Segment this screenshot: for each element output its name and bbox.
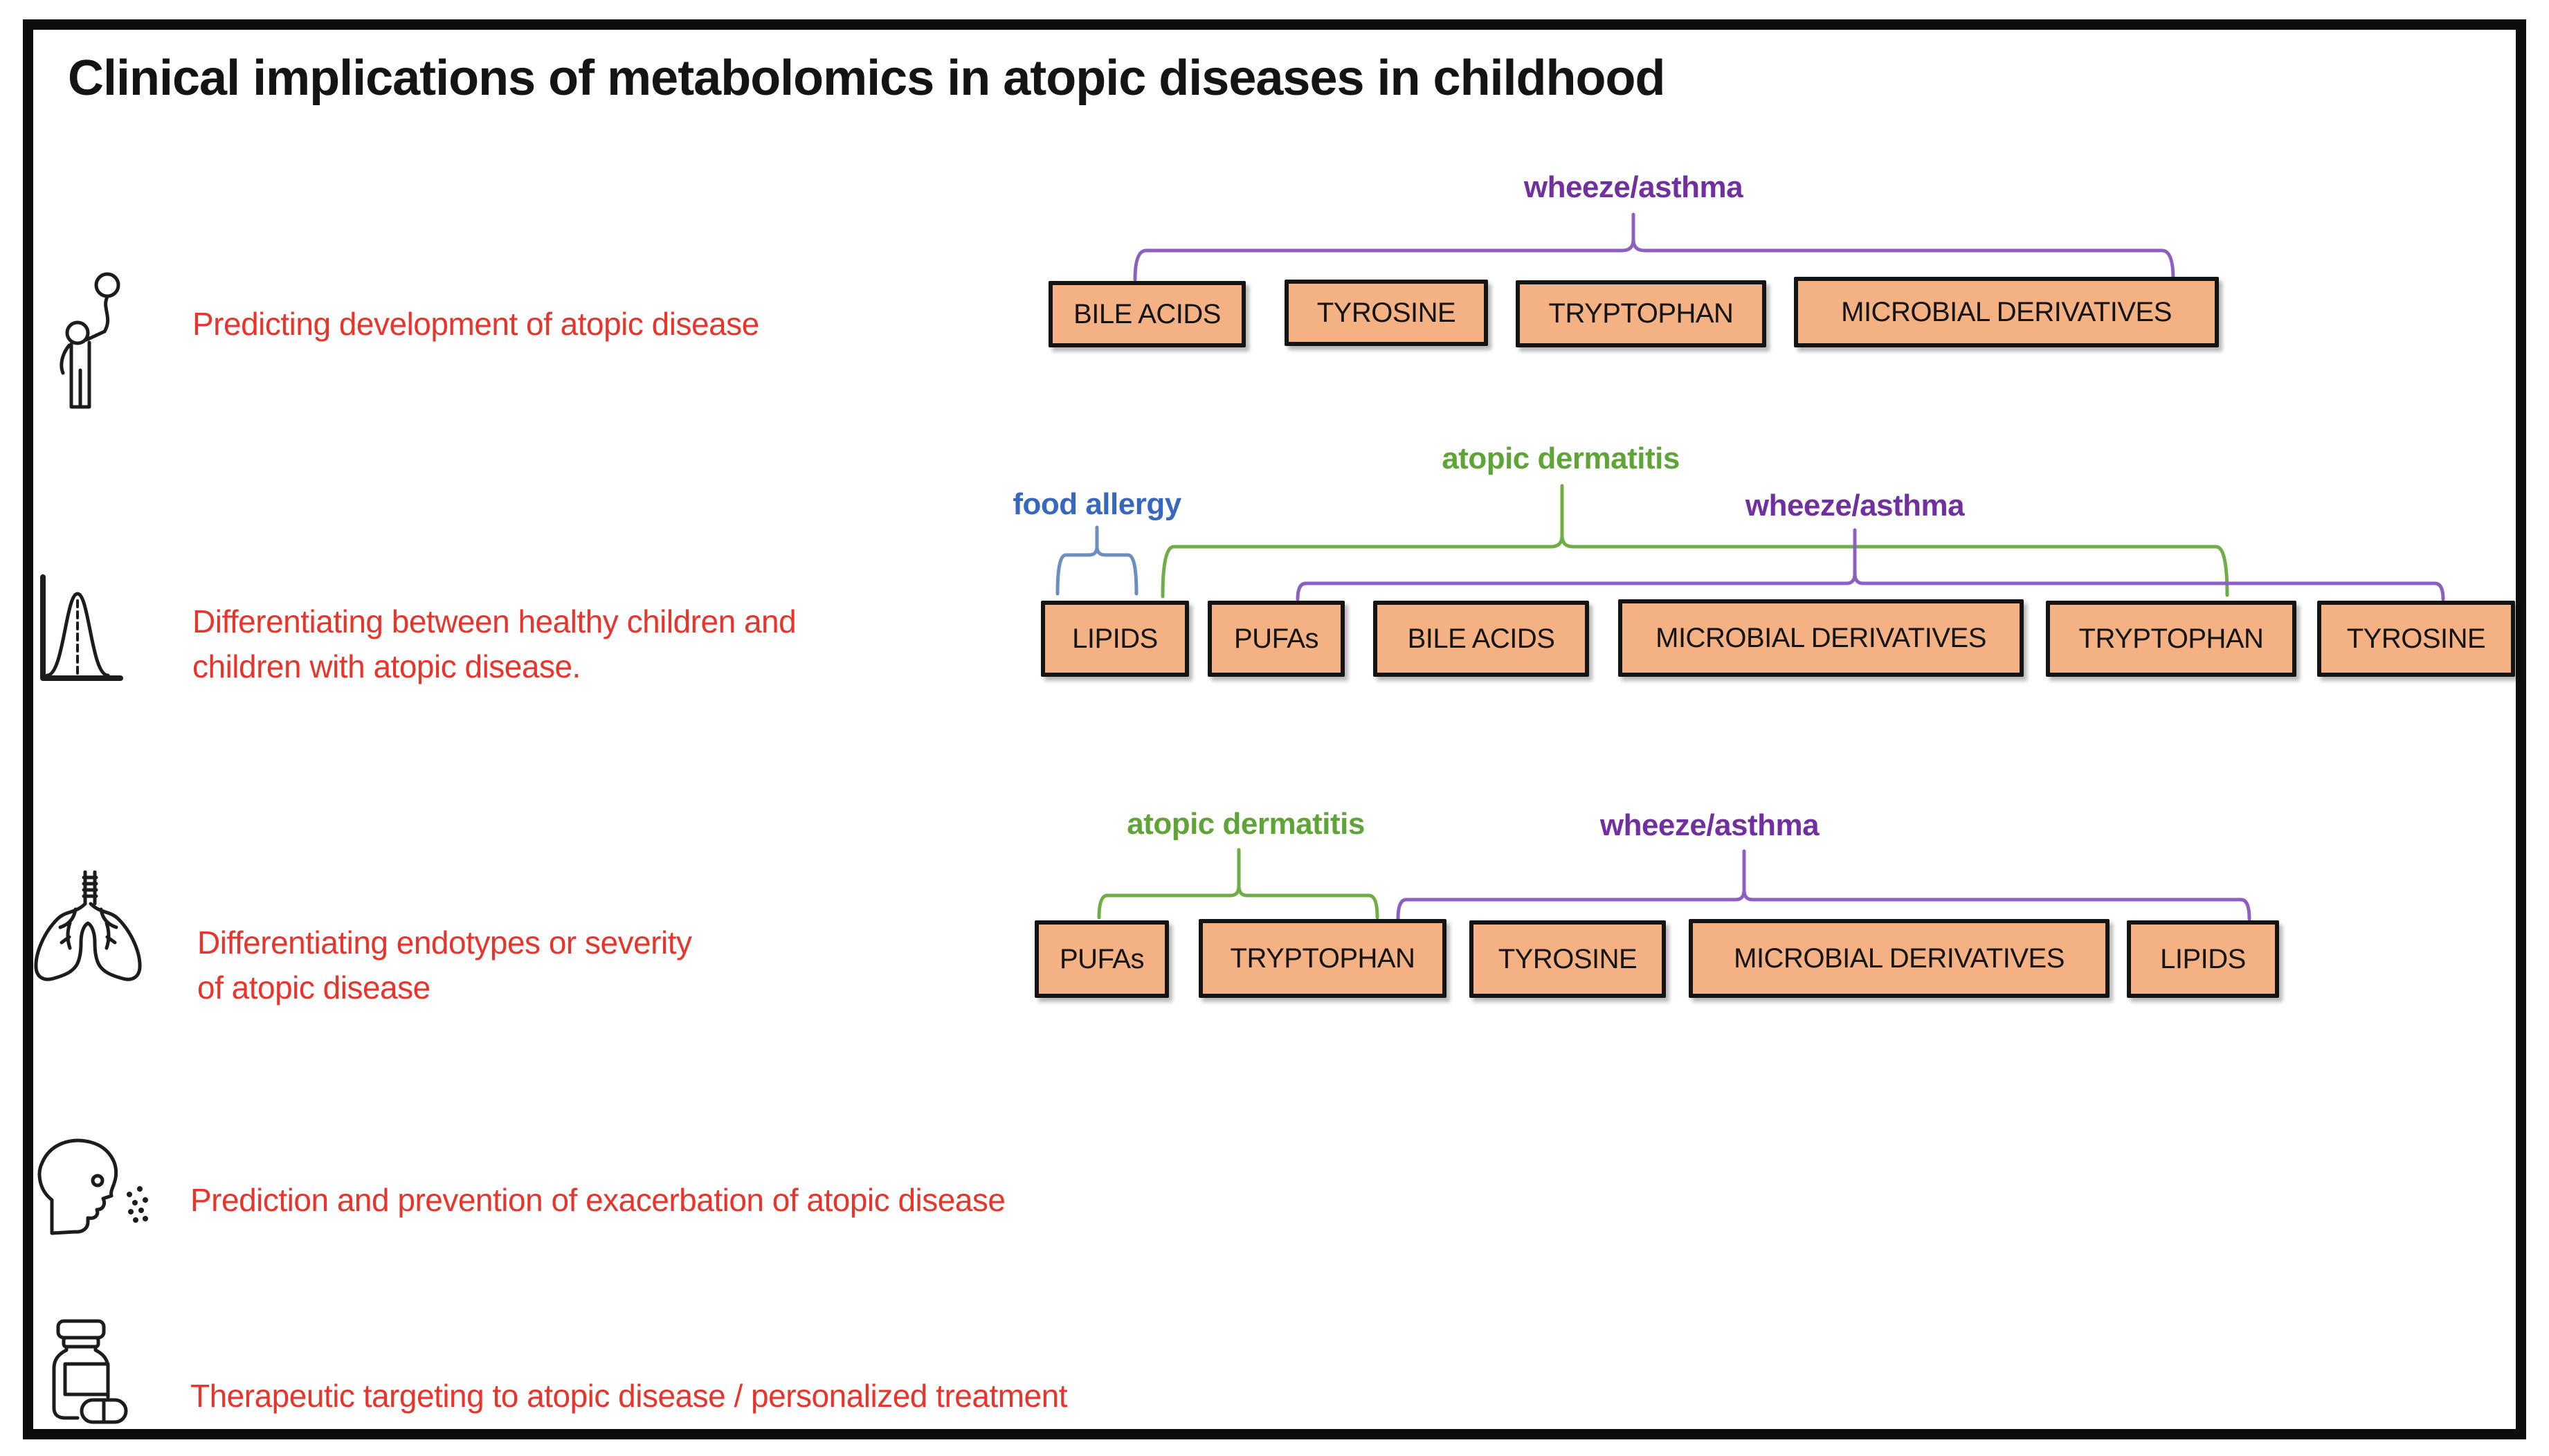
- group-label-wheeze-asthma-row1: wheeze/asthma: [1523, 170, 1743, 204]
- group-label-food-allergy-row2: food allergy: [1013, 487, 1181, 521]
- metabolite-box: TYROSINE: [1285, 280, 1488, 346]
- metabolite-box: MICROBIAL DERIVATIVES: [1794, 277, 2219, 347]
- section-text-line: children with atopic disease.: [192, 648, 581, 684]
- section-text-therapeutic: Therapeutic targeting to atopic disease …: [190, 1374, 1067, 1419]
- section-text-predicting: Predicting development of atopic disease: [192, 302, 759, 347]
- lungs-icon: [34, 871, 142, 981]
- group-label-wheeze-asthma-row2: wheeze/asthma: [1745, 489, 1965, 522]
- bell-curve-icon: [40, 574, 123, 681]
- child-balloon-icon: [60, 272, 120, 409]
- section-text-differentiating-healthy: Differentiating between healthy children…: [192, 599, 797, 689]
- group-label-atopic-dermatitis-row2: atopic dermatitis: [1442, 442, 1680, 475]
- metabolite-box: TYROSINE: [2317, 601, 2515, 677]
- metabolite-box: TRYPTOPHAN: [2046, 601, 2296, 677]
- section-text-endotypes: Differentiating endotypes or severity of…: [197, 920, 692, 1010]
- metabolite-box: LIPIDS: [2127, 920, 2279, 998]
- section-text-exacerbation: Prediction and prevention of exacerbatio…: [190, 1178, 1006, 1223]
- metabolite-box: BILE ACIDS: [1049, 281, 1246, 347]
- figure-border-frame: [23, 19, 2526, 1439]
- group-label-atopic-dermatitis-row3: atopic dermatitis: [1127, 807, 1365, 841]
- metabolite-box: LIPIDS: [1041, 601, 1189, 677]
- section-text-line: Predicting development of atopic disease: [192, 306, 759, 342]
- section-text-line: Therapeutic targeting to atopic disease …: [190, 1378, 1067, 1414]
- metabolite-box: MICROBIAL DERIVATIVES: [1618, 599, 2024, 677]
- metabolite-box: BILE ACIDS: [1373, 601, 1589, 677]
- metabolite-box: PUFAs: [1208, 601, 1345, 677]
- metabolite-box: MICROBIAL DERIVATIVES: [1689, 919, 2110, 998]
- section-text-line: Differentiating endotypes or severity: [197, 925, 692, 961]
- medicine-bottle-icon: [52, 1319, 128, 1424]
- metabolite-box: TRYPTOPHAN: [1199, 919, 1446, 998]
- figure-title: Clinical implications of metabolomics in…: [68, 51, 1665, 106]
- metabolite-box: PUFAs: [1035, 920, 1169, 998]
- section-text-line: Differentiating between healthy children…: [192, 603, 797, 639]
- sneezing-head-icon: [37, 1138, 148, 1235]
- metabolite-box: TYROSINE: [1469, 920, 1666, 998]
- group-label-wheeze-asthma-row3: wheeze/asthma: [1599, 808, 1820, 842]
- metabolite-box: TRYPTOPHAN: [1516, 280, 1766, 347]
- section-text-line: of atopic disease: [197, 970, 430, 1005]
- section-text-line: Prediction and prevention of exacerbatio…: [190, 1182, 1006, 1218]
